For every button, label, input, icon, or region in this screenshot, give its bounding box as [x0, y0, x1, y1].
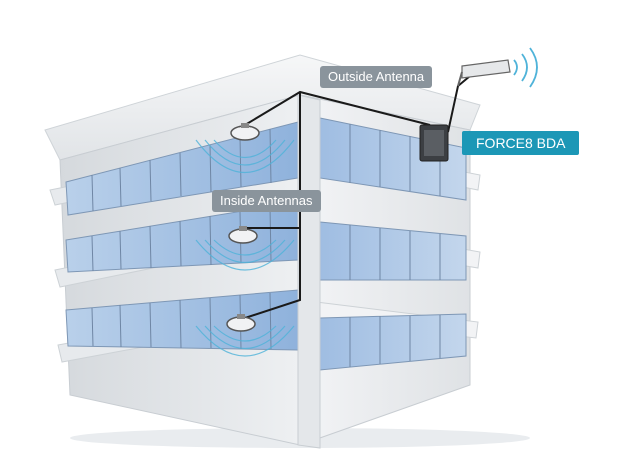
inside-antennas-label: Inside Antennas	[212, 190, 321, 212]
dome-antenna-icon	[228, 226, 258, 244]
bda-label: FORCE8 BDA	[462, 131, 580, 155]
corner-column	[297, 94, 321, 449]
yagi-antenna-icon	[457, 59, 511, 87]
bda-unit-icon	[419, 124, 449, 162]
signal-waves-icon	[513, 47, 538, 88]
signal-waves-icon	[195, 139, 295, 357]
outside-antenna-label: Outside Antenna	[320, 66, 433, 88]
dome-antenna-icon	[226, 314, 256, 332]
dome-antenna-icon	[230, 123, 260, 141]
